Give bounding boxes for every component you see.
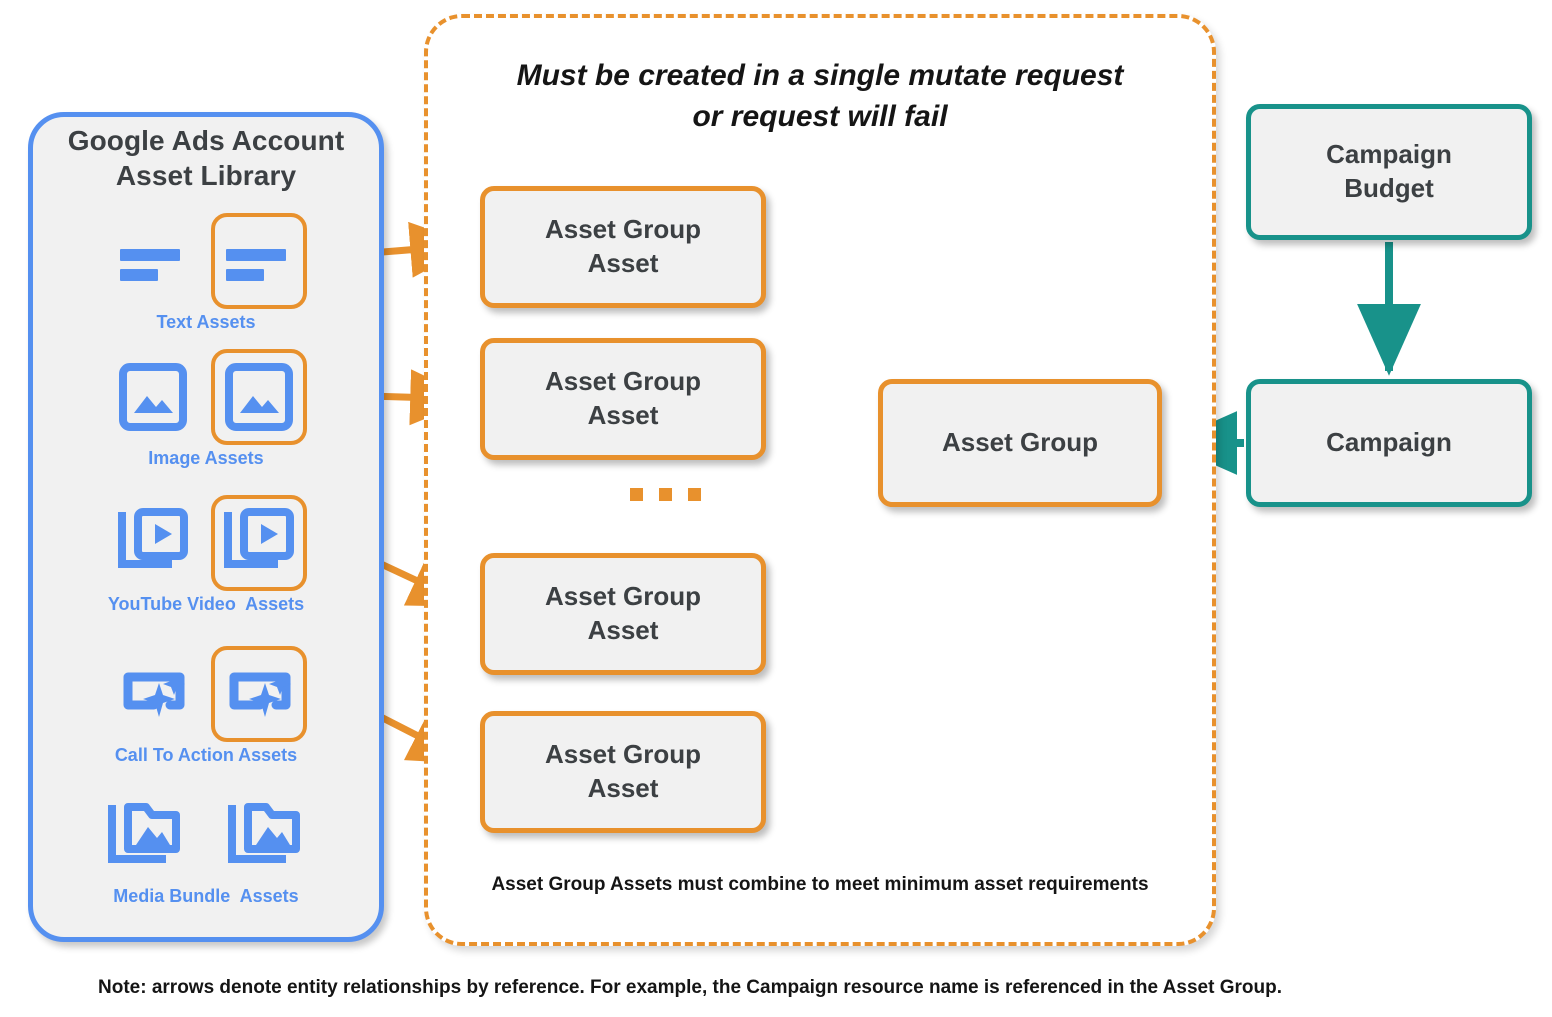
asset-row-media-bundle: Media Bundle Assets: [28, 786, 384, 907]
asset-group-node[interactable]: Asset Group: [878, 379, 1162, 507]
asset-row-text: Text Assets: [28, 212, 384, 333]
asset-label-media-bundle: Media Bundle Assets: [113, 886, 299, 906]
ellipsis-indicator: [630, 488, 701, 501]
asset-library-panel: [28, 112, 384, 942]
campaign-budget-node[interactable]: Campaign Budget: [1246, 104, 1532, 240]
media-bundle-asset-icon-plain: [98, 787, 194, 883]
asset-row-cta: Call To Action Assets: [28, 645, 384, 766]
call-to-action-asset-icon-plain: [105, 646, 201, 742]
image-asset-icon[interactable]: [211, 349, 307, 445]
media-bundle-asset-icon: [218, 787, 314, 883]
youtube-video-asset-icon-plain: [105, 495, 201, 591]
asset-row-image: Image Assets: [28, 348, 384, 469]
text-asset-icon[interactable]: [211, 213, 307, 309]
image-asset-icon-plain: [105, 349, 201, 445]
mutate-caption: Must be created in a single mutate reque…: [516, 59, 1124, 133]
mutate-footnote: Asset Group Assets must combine to meet …: [491, 874, 1149, 895]
asset-group-asset-node-4[interactable]: Asset Group Asset: [480, 711, 766, 833]
youtube-video-asset-icon[interactable]: [211, 495, 307, 591]
asset-label-cta: Call To Action Assets: [114, 745, 298, 765]
text-asset-icon-plain: [105, 213, 201, 309]
campaign-node[interactable]: Campaign: [1246, 379, 1532, 507]
asset-row-video: YouTube Video Assets: [28, 494, 384, 615]
bottom-note: Note: arrows denote entity relationships…: [98, 977, 1282, 998]
asset-group-asset-node-1[interactable]: Asset Group Asset: [480, 186, 766, 308]
call-to-action-asset-icon[interactable]: [211, 646, 307, 742]
asset-label-video: YouTube Video Assets: [107, 594, 305, 614]
asset-group-asset-node-3[interactable]: Asset Group Asset: [480, 553, 766, 675]
asset-group-asset-node-2[interactable]: Asset Group Asset: [480, 338, 766, 460]
asset-library-title: Google Ads Account Asset Library: [67, 125, 345, 191]
asset-label-image: Image Assets: [148, 448, 264, 468]
asset-label-text: Text Assets: [156, 312, 256, 332]
